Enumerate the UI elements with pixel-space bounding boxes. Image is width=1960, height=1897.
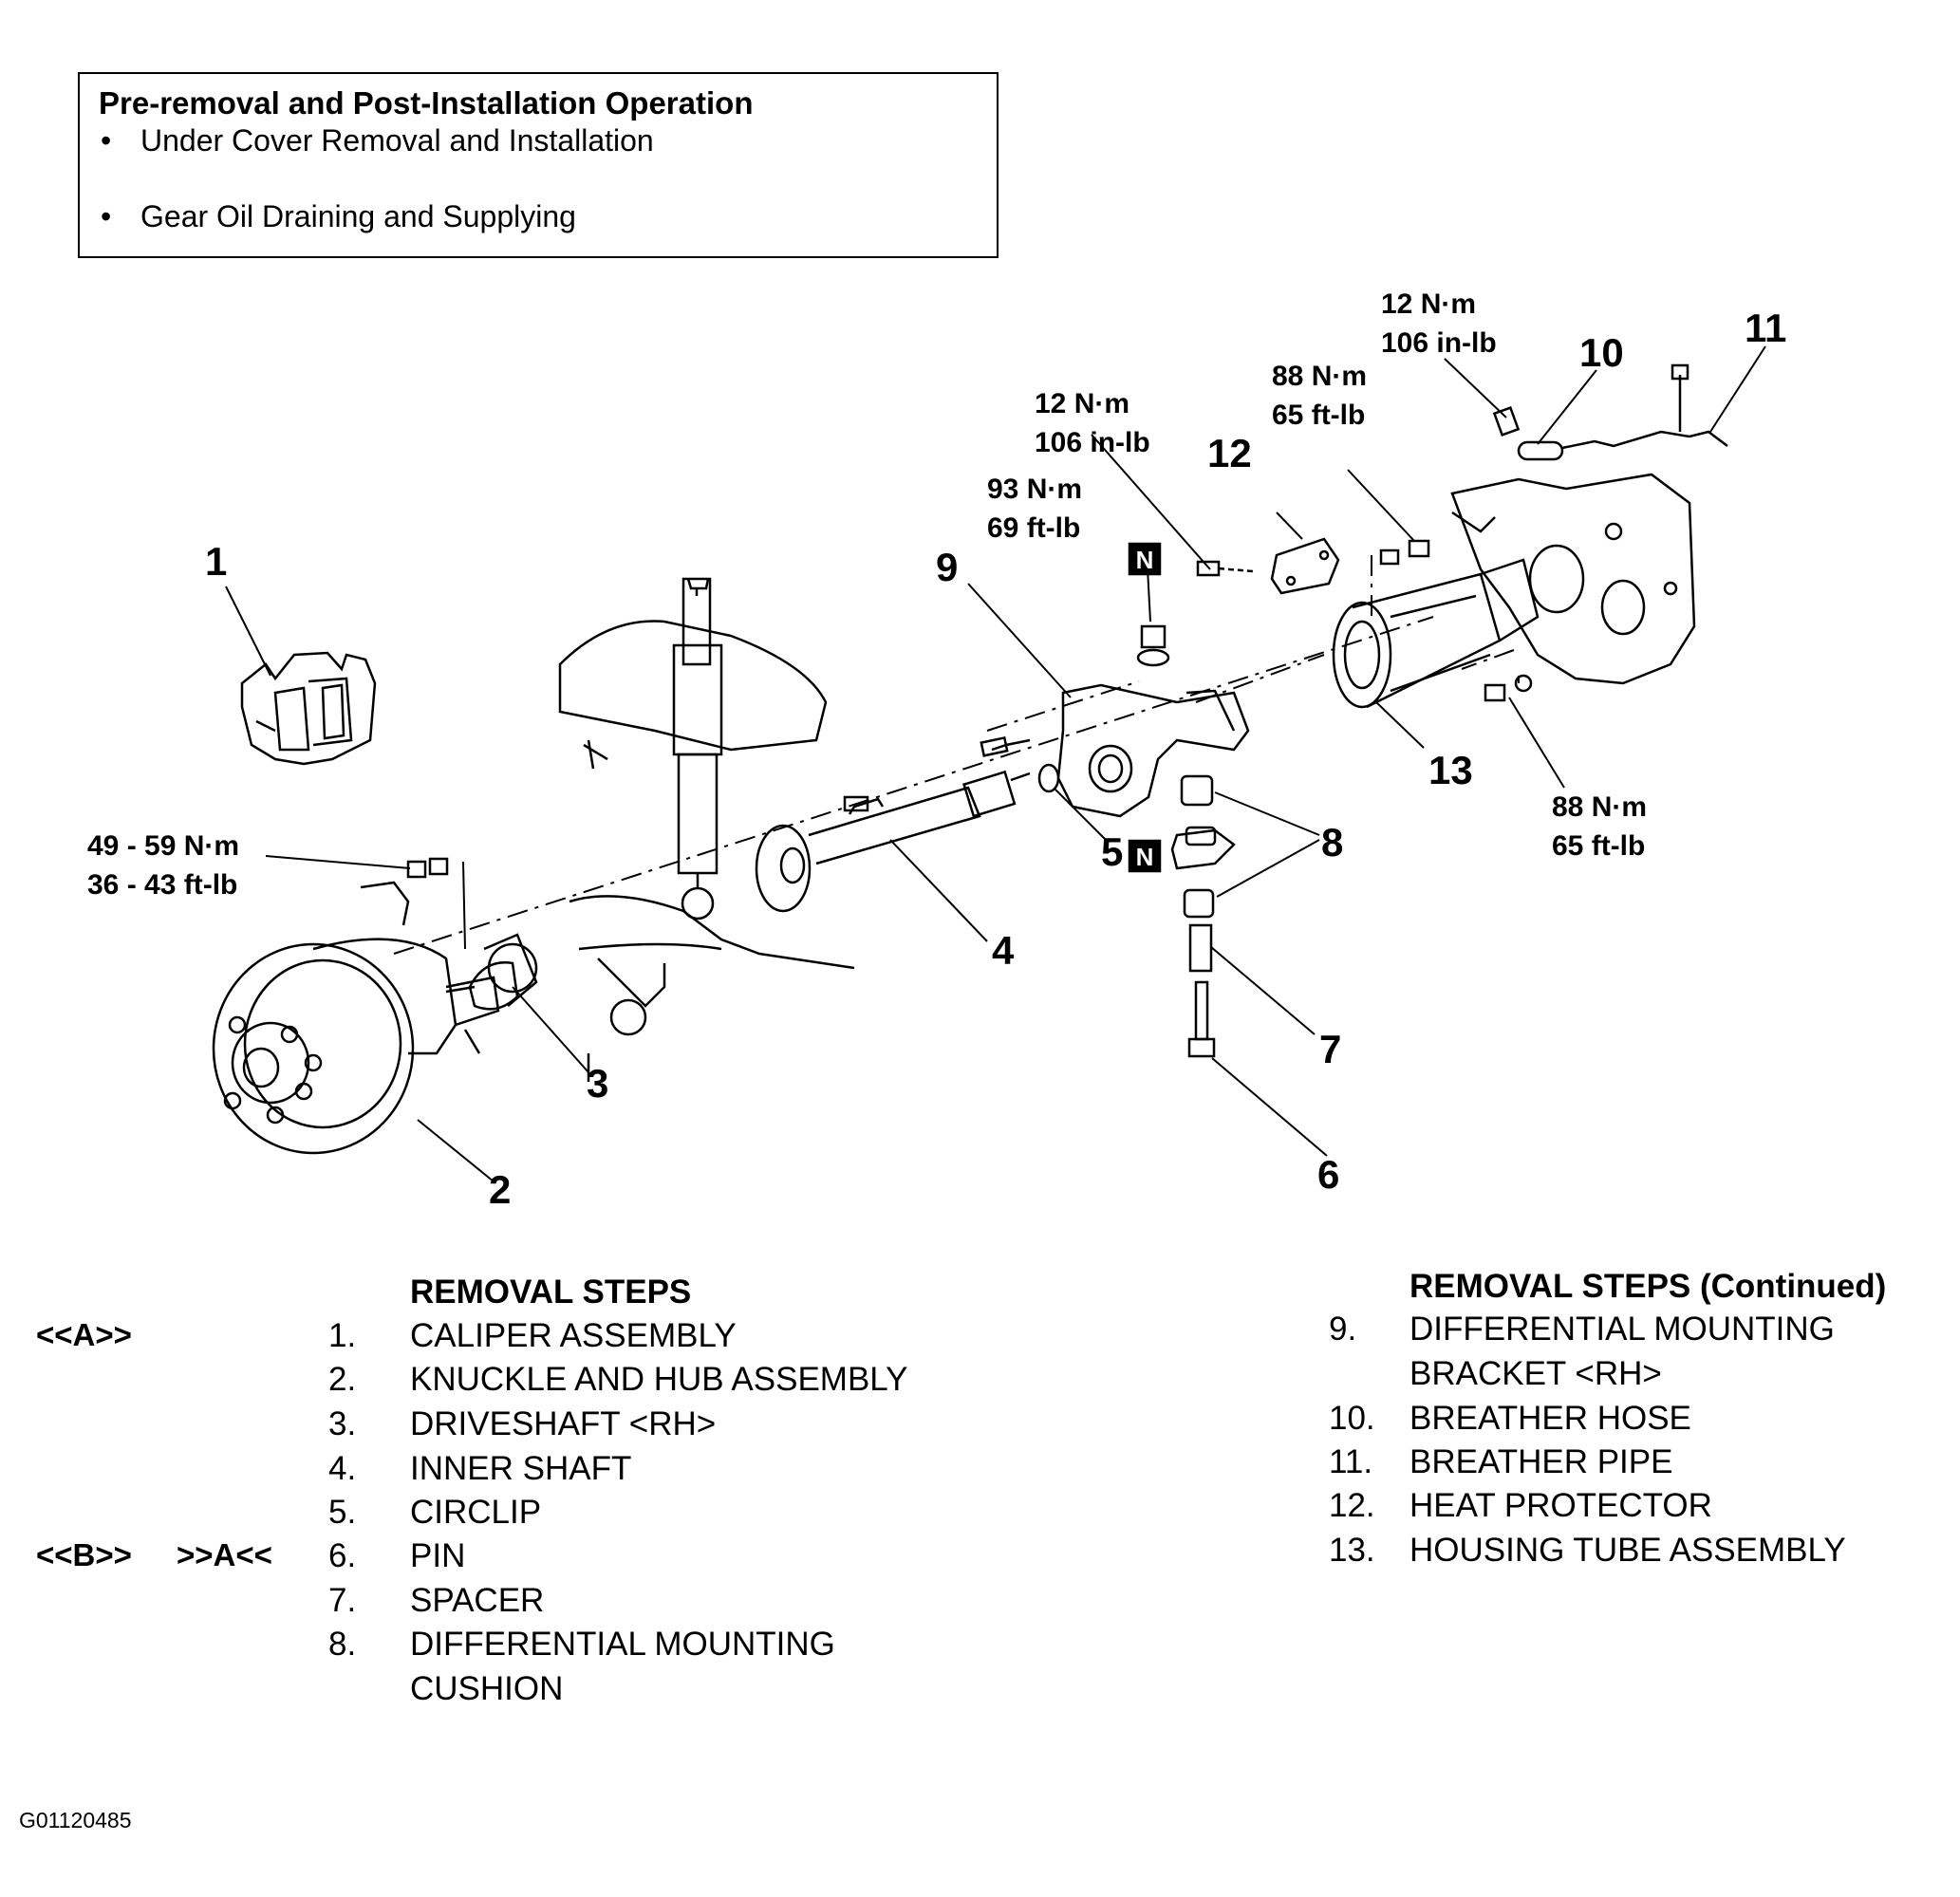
callout-9: 9 xyxy=(936,545,958,589)
callout-13: 13 xyxy=(1428,748,1473,792)
callout-2: 2 xyxy=(489,1167,511,1212)
torque-label: 12 N·m xyxy=(1035,388,1129,419)
step-number: 12. xyxy=(1329,1487,1375,1524)
torque-label: 106 in-lb xyxy=(1381,327,1497,359)
callout-12: 12 xyxy=(1207,431,1252,475)
step-label: DIFFERENTIAL MOUNTING xyxy=(1409,1311,1835,1348)
step-number: 3. xyxy=(328,1405,357,1442)
callout-10: 10 xyxy=(1579,330,1624,375)
spacer-icon xyxy=(1188,923,1213,973)
step-label: HEAT PROTECTOR xyxy=(1409,1487,1712,1524)
caliper-assembly-icon xyxy=(240,651,377,766)
step-number: 1. xyxy=(328,1317,357,1354)
leader-lines xyxy=(225,345,1766,1182)
mounting-bracket-icon xyxy=(980,683,1250,818)
step-number: 11. xyxy=(1329,1443,1373,1480)
callout-8: 8 xyxy=(1321,820,1343,865)
torque-label: 106 in-lb xyxy=(1035,427,1150,458)
step-label: PIN xyxy=(410,1537,466,1574)
torque-label: 49 - 59 N·m xyxy=(87,830,239,862)
heat-protector-icon xyxy=(1196,537,1340,595)
torque-label: 12 N·m xyxy=(1381,288,1476,320)
step-marker: <<B>> xyxy=(36,1537,132,1572)
step-label: HOUSING TUBE ASSEMBLY xyxy=(1409,1532,1846,1569)
torque-label: 88 N·m xyxy=(1552,791,1647,823)
step-marker: <<A>> xyxy=(36,1317,132,1352)
step-number: 5. xyxy=(328,1494,357,1531)
nut-icon xyxy=(1136,624,1170,667)
step-label: CIRCLIP xyxy=(410,1494,542,1531)
breather-hose-icon xyxy=(1492,406,1564,461)
step-label-cont: BRACKET <RH> xyxy=(1409,1355,1662,1392)
step-number: 6. xyxy=(328,1537,357,1574)
torque-label: 65 ft-lb xyxy=(1552,830,1645,862)
pre-removal-box: Pre-removal and Post-Installation Operat… xyxy=(78,72,999,258)
step-label: KNUCKLE AND HUB ASSEMBLY xyxy=(410,1361,908,1398)
step-label: CALIPER ASSEMBLY xyxy=(410,1317,737,1354)
figure-code: G01120485 xyxy=(19,1808,132,1832)
torque-label: 69 ft-lb xyxy=(987,512,1080,544)
step-number: 8. xyxy=(328,1626,357,1663)
step-label: DRIVESHAFT <RH> xyxy=(410,1405,717,1442)
callout-4: 4 xyxy=(992,928,1015,973)
centerline xyxy=(393,555,1520,955)
step-number: 10. xyxy=(1329,1400,1375,1437)
housing-tube-icon xyxy=(1332,558,1540,709)
bullet-icon: • xyxy=(101,123,112,158)
step-number: 2. xyxy=(328,1361,357,1398)
step-marker: >>A<< xyxy=(177,1537,272,1572)
torque-label: 93 N·m xyxy=(987,474,1082,505)
svg-text:N: N xyxy=(1136,843,1154,871)
torque-label: 88 N·m xyxy=(1272,361,1367,392)
step-number: 9. xyxy=(1329,1311,1357,1348)
driveshaft-icon xyxy=(445,933,538,1011)
breather-pipe-icon xyxy=(1561,363,1728,450)
pre-removal-title: Pre-removal and Post-Installation Operat… xyxy=(99,85,754,121)
mounting-cushion-icon xyxy=(1170,774,1236,919)
callout-3: 3 xyxy=(587,1061,608,1106)
step-label-cont: CUSHION xyxy=(410,1670,564,1707)
shock-absorber-icon xyxy=(558,577,855,1082)
pre-removal-item: •Gear Oil Draining and Supplying xyxy=(101,199,576,233)
step-label: BREATHER PIPE xyxy=(1409,1443,1673,1480)
n-mark-icon: N N xyxy=(1128,542,1162,873)
step-label: INNER SHAFT xyxy=(410,1450,632,1487)
callout-1: 1 xyxy=(205,539,227,584)
step-number: 13. xyxy=(1329,1532,1375,1569)
step-number: 4. xyxy=(328,1450,357,1487)
knuckle-hub-icon xyxy=(212,881,500,1155)
step-number: 7. xyxy=(328,1582,357,1619)
step-label: BREATHER HOSE xyxy=(1409,1400,1691,1437)
torque-label: 65 ft-lb xyxy=(1272,400,1365,431)
step-label: DIFFERENTIAL MOUNTING xyxy=(410,1626,835,1663)
differential-carrier-icon xyxy=(1450,473,1696,685)
removal-steps-heading: REMOVAL STEPS xyxy=(410,1274,692,1311)
removal-steps-continued-heading: REMOVAL STEPS (Continued) xyxy=(1409,1268,1887,1305)
bullet-icon: • xyxy=(101,199,112,233)
pre-removal-item: •Under Cover Removal and Installation xyxy=(101,123,654,158)
exploded-diagram: N N 1 2 3 4 5 6 7 8 9 10 11 12 13 49 - 5… xyxy=(87,288,1786,1212)
step-label: SPACER xyxy=(410,1582,545,1619)
callout-6: 6 xyxy=(1317,1152,1339,1197)
svg-text:N: N xyxy=(1136,546,1154,574)
circlip-icon xyxy=(1037,763,1060,793)
callout-5: 5 xyxy=(1101,829,1123,874)
callout-7: 7 xyxy=(1319,1027,1341,1071)
bolt-icon xyxy=(406,539,1533,879)
torque-label: 36 - 43 ft-lb xyxy=(87,869,237,901)
pin-icon xyxy=(1187,980,1216,1058)
inner-shaft-icon xyxy=(755,770,1031,913)
callout-11: 11 xyxy=(1745,306,1786,350)
